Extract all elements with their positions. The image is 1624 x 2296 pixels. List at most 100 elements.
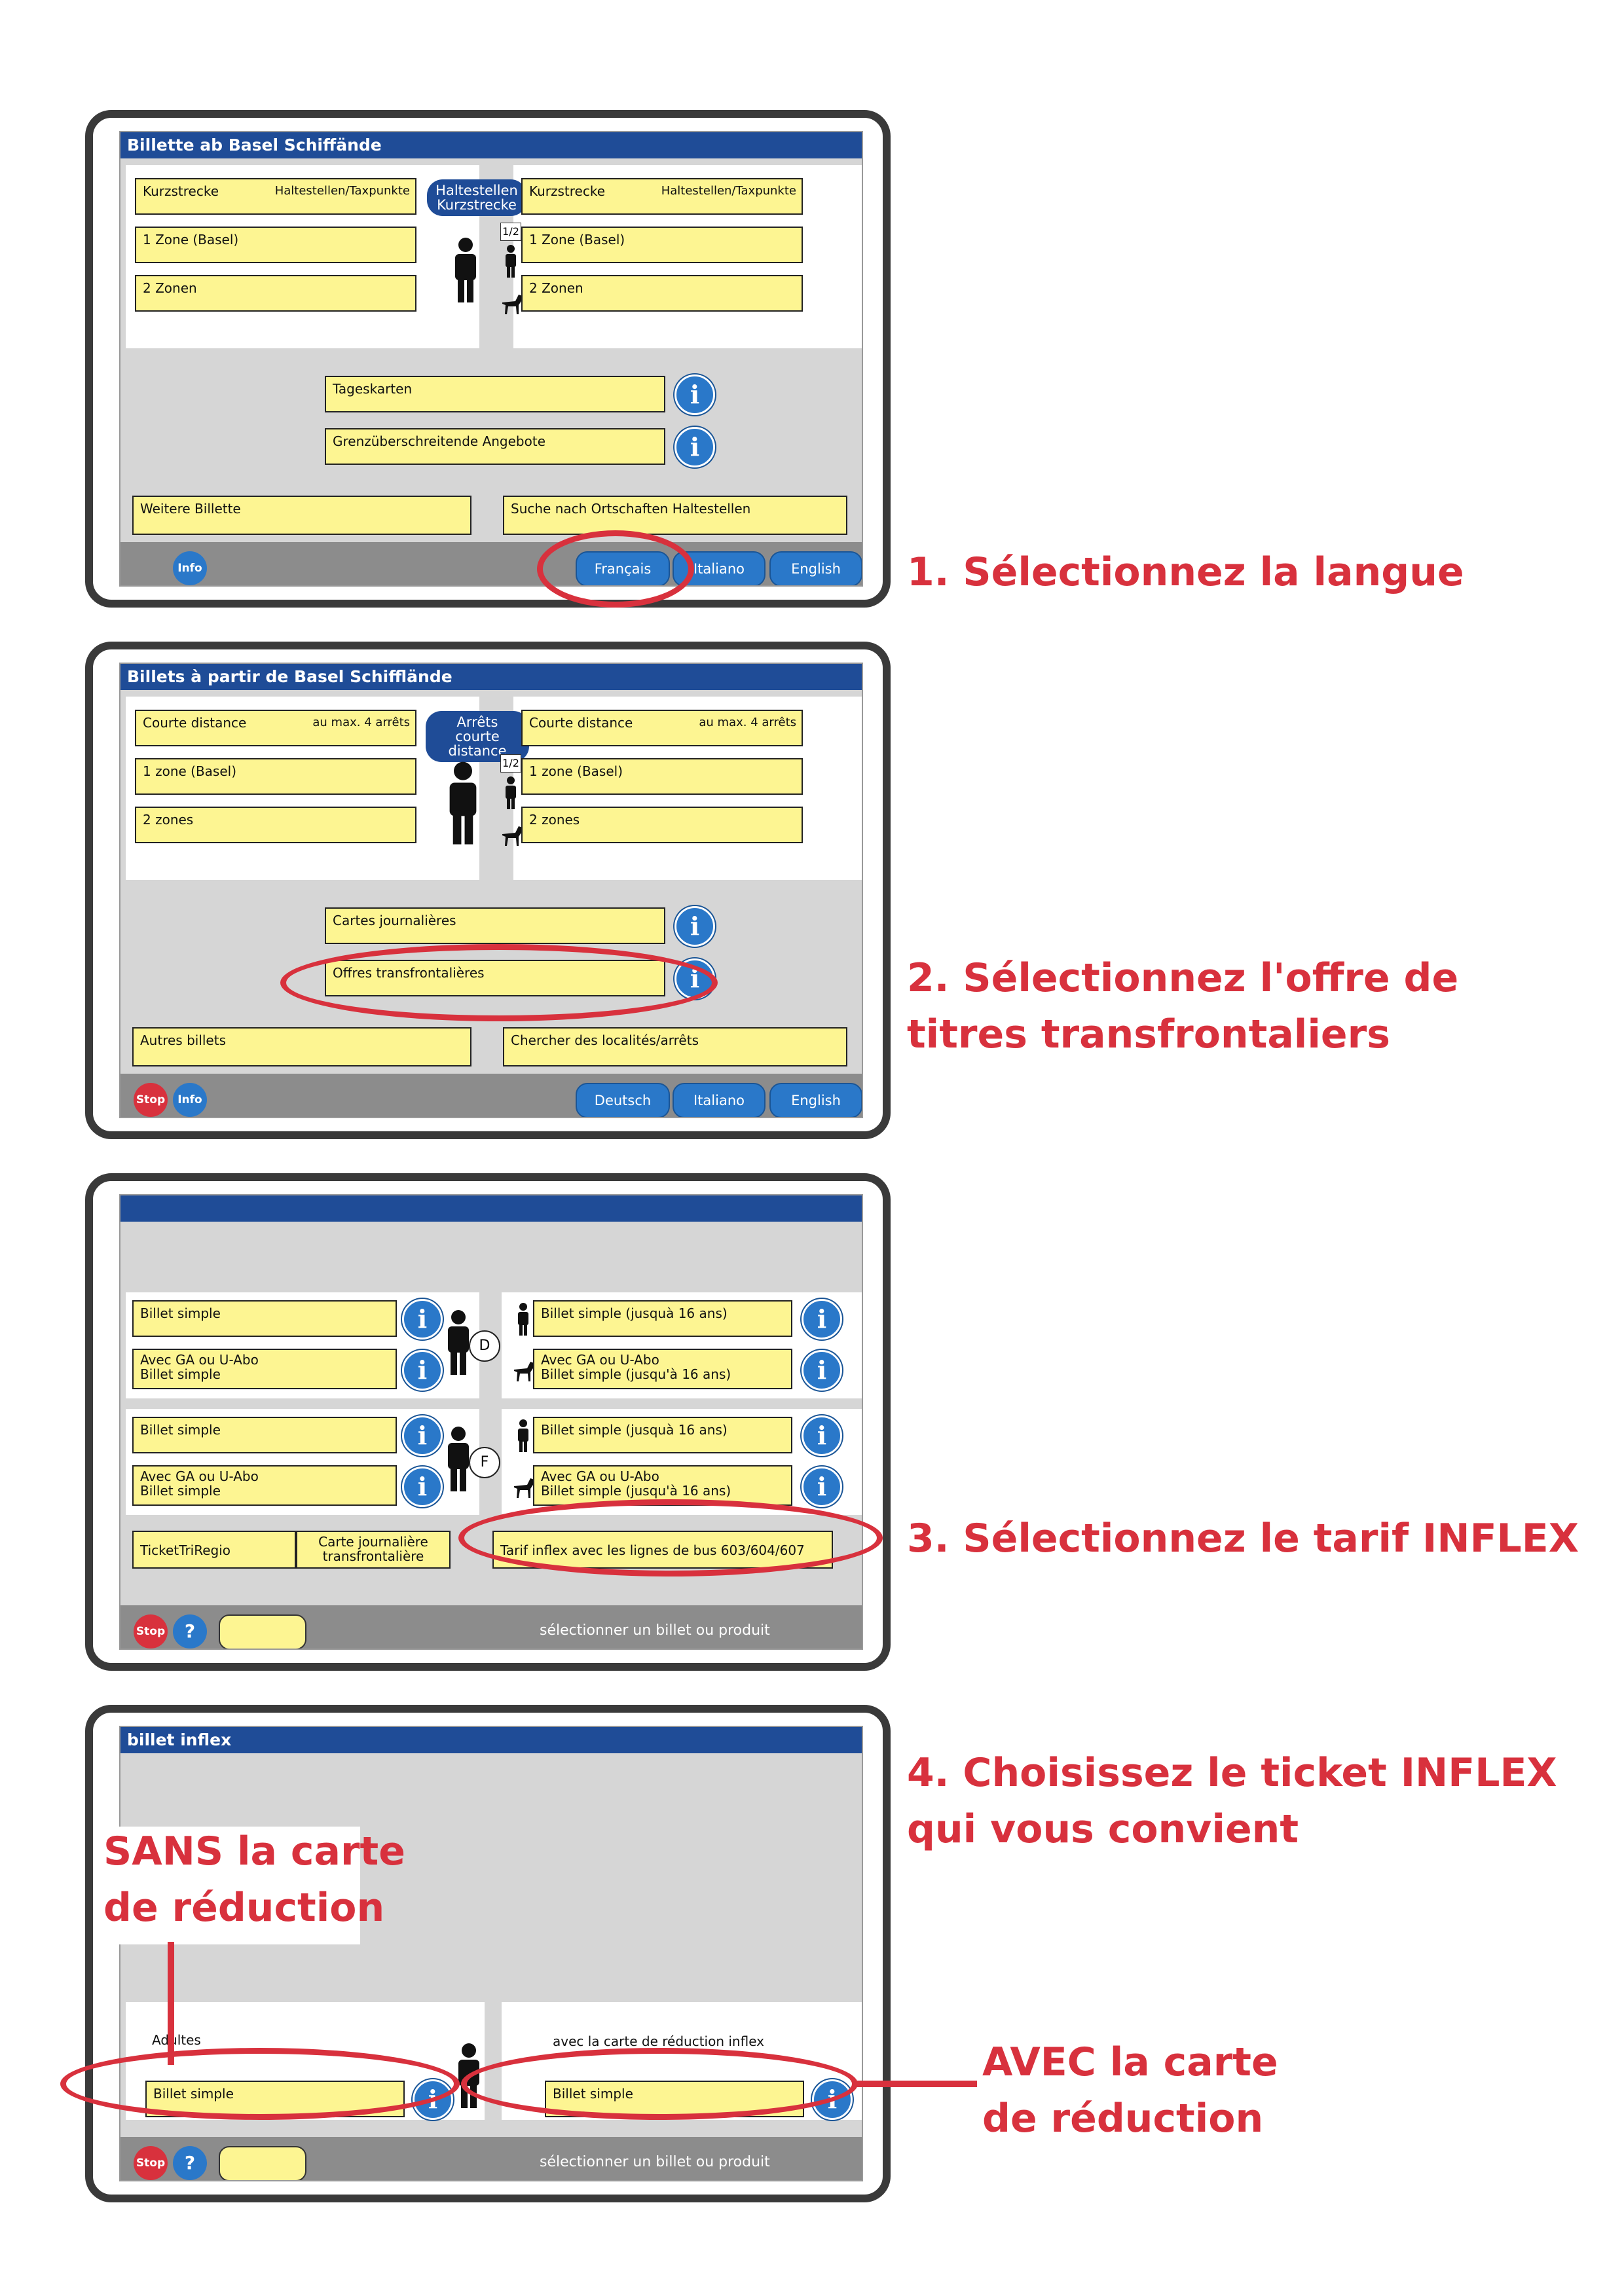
child-person-icon bbox=[518, 1303, 528, 1336]
f-avec-ga-info-icon[interactable]: i bbox=[402, 1467, 443, 1507]
d-billet-simple-button[interactable]: Billet simple bbox=[132, 1300, 397, 1337]
info-button[interactable]: Info bbox=[173, 1083, 207, 1117]
help-button[interactable]: ? bbox=[173, 1614, 207, 1649]
kiosk-screen-2: Billets à partir de Basel Schifflände Co… bbox=[85, 642, 891, 1139]
stop-button[interactable]: Stop bbox=[134, 1614, 168, 1649]
selection-display bbox=[219, 2146, 306, 2180]
dog-icon bbox=[502, 295, 523, 314]
highlight-francais bbox=[537, 530, 694, 608]
step-4-text-line2: qui vous convient bbox=[907, 1806, 1299, 1852]
sans-callout-box bbox=[98, 1827, 360, 1944]
grenz-info-icon[interactable]: i bbox=[674, 427, 715, 467]
zone2-left-button[interactable]: 2 zones bbox=[135, 807, 416, 843]
selection-display bbox=[219, 1614, 306, 1649]
f-child-billet-info-icon[interactable]: i bbox=[802, 1415, 842, 1456]
country-f-badge: F bbox=[469, 1447, 500, 1478]
step-2-text-line1: 2. Sélectionnez l'offre de bbox=[907, 955, 1459, 1001]
dog-icon bbox=[502, 826, 523, 846]
stop-button[interactable]: Stop bbox=[134, 1083, 168, 1117]
d-avec-ga-info-icon[interactable]: i bbox=[402, 1350, 443, 1391]
avec-text-line1: AVEC la carte bbox=[982, 2039, 1278, 2085]
sans-text-line2: de réduction bbox=[103, 1885, 385, 1931]
italiano-button[interactable]: Italiano bbox=[673, 1083, 766, 1117]
screen-2-display: Billets à partir de Basel Schifflände Co… bbox=[119, 663, 863, 1118]
f-billet-info-icon[interactable]: i bbox=[402, 1415, 443, 1456]
status-text: sélectionner un billet ou produit bbox=[540, 1622, 770, 1639]
f-child-billet-button[interactable]: Billet simple (jusquà 16 ans) bbox=[533, 1417, 792, 1453]
step-2-text-line2: titres transfrontaliers bbox=[907, 1011, 1390, 1057]
autres-billets-button[interactable]: Autres billets bbox=[132, 1027, 471, 1066]
screen-2-title: Billets à partir de Basel Schifflände bbox=[120, 664, 862, 690]
highlight-inflex bbox=[458, 1499, 883, 1576]
d-billet-info-icon[interactable]: i bbox=[402, 1299, 443, 1339]
cartes-journalieres-button[interactable]: Cartes journalières bbox=[325, 907, 665, 944]
weitere-billette-button[interactable]: Weitere Billette bbox=[132, 496, 471, 535]
screen-1-display: Billette ab Basel Schiffände Kurzstrecke… bbox=[119, 131, 863, 587]
f-billet-simple-button[interactable]: Billet simple bbox=[132, 1417, 397, 1453]
adult-person-icon bbox=[455, 238, 476, 302]
zone1-right-button[interactable]: 1 Zone (Basel) bbox=[521, 227, 803, 263]
avec-text-line2: de réduction bbox=[982, 2096, 1264, 2141]
kiosk-screen-1: Billette ab Basel Schiffände Kurzstrecke… bbox=[85, 110, 891, 608]
tickettriregio-button[interactable]: TicketTriRegio bbox=[132, 1531, 296, 1569]
info-button[interactable]: Info bbox=[173, 551, 207, 585]
half-fare-badge: 1/2 bbox=[500, 223, 521, 241]
zone2-left-button[interactable]: 2 Zonen bbox=[135, 275, 416, 312]
d-child-billet-info-icon[interactable]: i bbox=[802, 1299, 842, 1339]
child-person-icon bbox=[518, 1419, 528, 1452]
english-button[interactable]: English bbox=[769, 1083, 862, 1117]
screen-1-title: Billette ab Basel Schiffände bbox=[120, 132, 862, 158]
help-button[interactable]: ? bbox=[173, 2146, 207, 2180]
adult-person-icon bbox=[448, 1310, 469, 1375]
adult-person-icon bbox=[449, 761, 477, 845]
tageskarten-info-icon[interactable]: i bbox=[674, 374, 715, 415]
highlight-avec bbox=[461, 2048, 858, 2120]
screen-3-title-bar bbox=[120, 1195, 862, 1222]
f-child-avec-ga-info-icon[interactable]: i bbox=[802, 1467, 842, 1507]
tageskarten-button[interactable]: Tageskarten bbox=[325, 376, 665, 412]
step-3-text: 3. Sélectionnez le tarif INFLEX bbox=[907, 1516, 1579, 1561]
english-button[interactable]: English bbox=[769, 551, 862, 585]
zone1-left-button[interactable]: 1 zone (Basel) bbox=[135, 758, 416, 795]
country-d-badge: D bbox=[469, 1330, 500, 1362]
stop-button[interactable]: Stop bbox=[134, 2146, 168, 2180]
zone1-right-button[interactable]: 1 zone (Basel) bbox=[521, 758, 803, 795]
step-1-text: 1. Sélectionnez la langue bbox=[907, 549, 1464, 595]
cartes-info-icon[interactable]: i bbox=[674, 906, 715, 947]
dog-icon bbox=[514, 1478, 534, 1498]
step-4-text-line1: 4. Choisissez le ticket INFLEX bbox=[907, 1750, 1557, 1796]
sans-connector-line bbox=[168, 1942, 174, 2065]
reduction-label: avec la carte de réduction inflex bbox=[553, 2033, 764, 2049]
d-child-avec-ga-info-icon[interactable]: i bbox=[802, 1350, 842, 1391]
d-child-billet-button[interactable]: Billet simple (jusquà 16 ans) bbox=[533, 1300, 792, 1337]
status-text: sélectionner un billet ou produit bbox=[540, 2154, 770, 2170]
highlight-offres bbox=[280, 944, 718, 1021]
deutsch-button[interactable]: Deutsch bbox=[576, 1083, 670, 1117]
zone1-left-button[interactable]: 1 Zone (Basel) bbox=[135, 227, 416, 263]
half-fare-badge: 1/2 bbox=[500, 754, 521, 773]
zone2-right-button[interactable]: 2 zones bbox=[521, 807, 803, 843]
zone2-right-button[interactable]: 2 Zonen bbox=[521, 275, 803, 312]
avec-connector-line bbox=[855, 2081, 977, 2087]
screen-4-title: billet inflex bbox=[120, 1727, 862, 1753]
child-person-icon bbox=[506, 776, 516, 809]
child-person-icon bbox=[506, 245, 516, 278]
highlight-sans bbox=[60, 2048, 460, 2120]
grenz-button[interactable]: Grenzüberschreitende Angebote bbox=[325, 428, 665, 465]
suche-button[interactable]: Suche nach Ortschaften Haltestellen bbox=[503, 496, 847, 535]
adult-person-icon bbox=[448, 1427, 469, 1491]
dog-icon bbox=[514, 1362, 534, 1381]
chercher-button[interactable]: Chercher des localités/arrêts bbox=[503, 1027, 847, 1066]
